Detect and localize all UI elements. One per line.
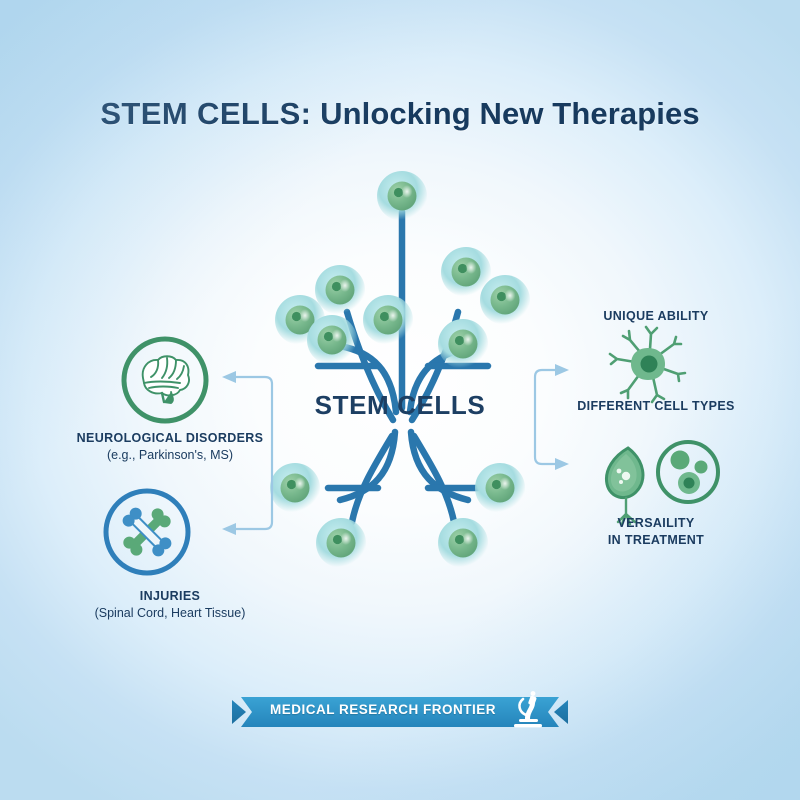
banner: MEDICAL RESEARCH FRONTIER <box>0 690 800 736</box>
page-title: STEM CELLS: Unlocking New Therapies <box>0 96 800 132</box>
stem-cell-node <box>316 518 366 568</box>
versatility-heading-line2: IN TREATMENT <box>607 533 705 547</box>
page-title-rest: Unlocking New Therapies <box>311 96 700 131</box>
different-cell-types-heading: DIFFERENT CELL TYPES <box>577 399 735 413</box>
label-different-cell-types: DIFFERENT CELL TYPES <box>548 398 764 415</box>
banner-ribbon <box>232 691 568 728</box>
center-label: STEM CELLS <box>314 390 486 420</box>
arrow-right-top <box>555 364 569 376</box>
cell-types-pair-icon <box>604 440 720 526</box>
injuries-subtext: (Spinal Cord, Heart Tissue) <box>94 605 246 620</box>
stem-cell-node <box>480 275 530 325</box>
stem-cell-node <box>438 319 488 369</box>
connector-right <box>533 368 560 466</box>
versatility-heading-line1: VERSAILITY <box>617 516 695 530</box>
label-unique-ability: UNIQUE ABILITY <box>556 308 756 325</box>
label-neurological-disorders: NEUROLOGICAL DISORDERS (e.g., Parkinson'… <box>34 430 306 464</box>
crossed-bones-icon <box>103 488 191 576</box>
stem-cell-node <box>307 315 357 365</box>
stem-cell-node <box>377 171 427 221</box>
injuries-heading: INJURIES <box>139 589 201 603</box>
stem-cell-node <box>475 463 525 513</box>
unique-ability-heading: UNIQUE ABILITY <box>603 309 709 323</box>
connector-left <box>230 375 274 531</box>
arrow-right-bottom <box>555 458 569 470</box>
banner-label: MEDICAL RESEARCH FRONTIER <box>269 702 496 717</box>
tree-branches-lower <box>324 428 482 526</box>
neuron-cell-icon <box>608 325 687 404</box>
neurological-disorders-heading: NEUROLOGICAL DISORDERS <box>76 431 264 445</box>
label-versatility-in-treatment: VERSAILITY IN TREATMENT <box>556 515 756 549</box>
stem-cell-node <box>438 518 488 568</box>
stem-cell-node <box>363 295 413 345</box>
arrow-left-bottom <box>222 523 236 535</box>
arrow-left-top <box>222 371 236 383</box>
page-title-lead: STEM CELLS: <box>100 96 312 131</box>
stem-cell-node <box>270 463 320 513</box>
neurological-disorders-subtext: (e.g., Parkinson's, MS) <box>106 447 234 462</box>
microscope-icon <box>514 691 542 728</box>
stem-cell-node <box>315 265 365 315</box>
brain-icon <box>121 336 209 424</box>
label-injuries: INJURIES (Spinal Cord, Heart Tissue) <box>34 588 306 622</box>
